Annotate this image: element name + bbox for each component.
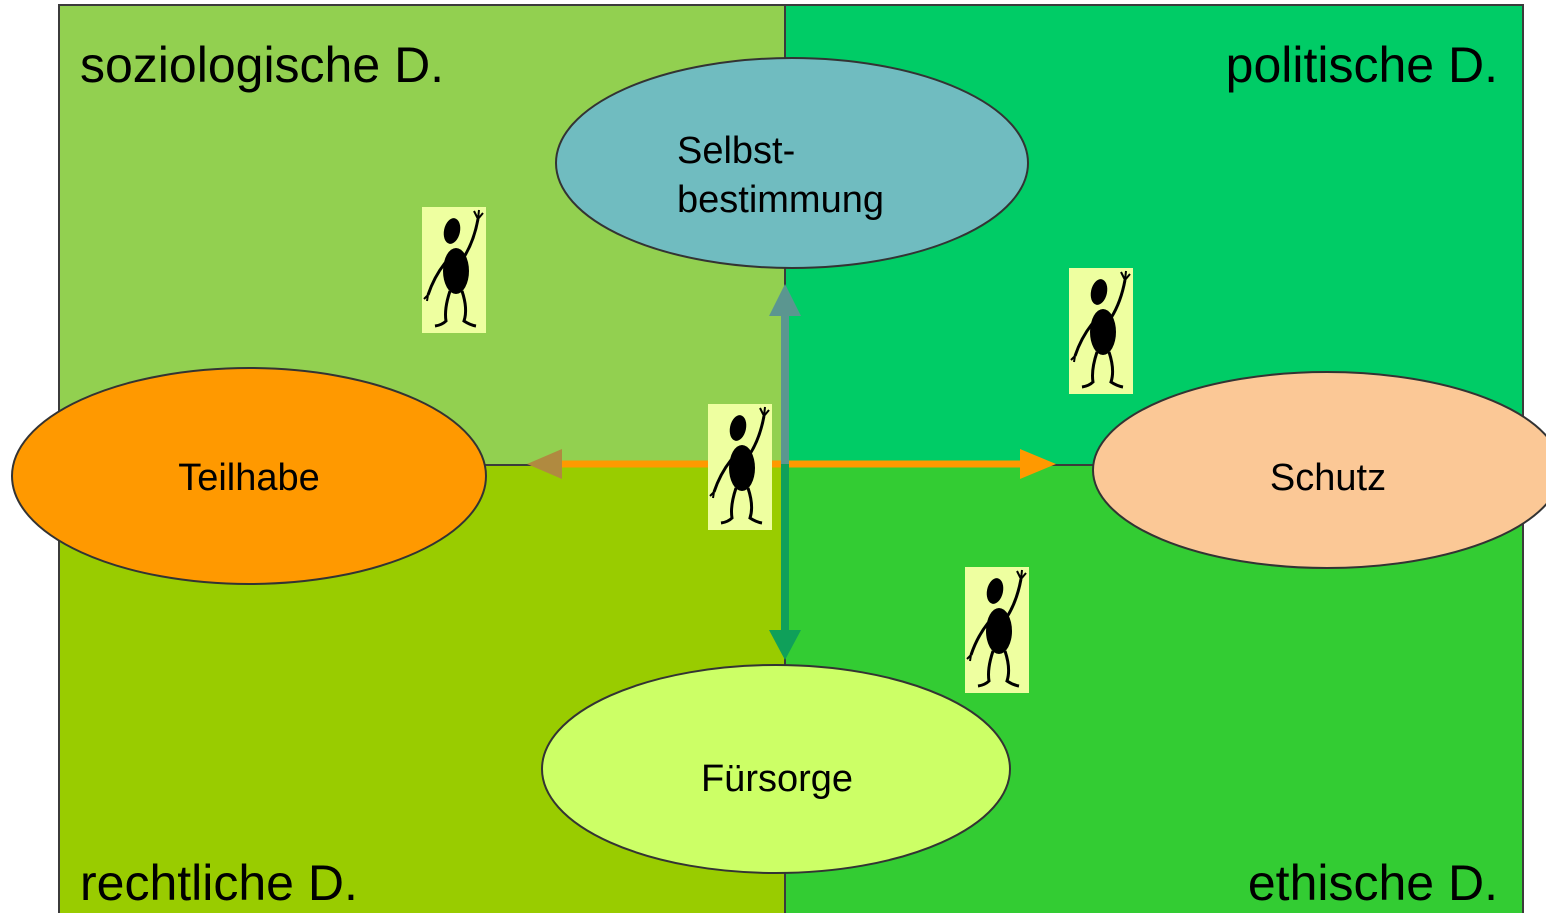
label-ethische: ethische D. <box>1248 855 1498 911</box>
label-soziologische: soziologische D. <box>80 37 444 93</box>
label-rechtliche: rechtliche D. <box>80 855 358 911</box>
node-schutz-label: Schutz <box>1270 457 1386 499</box>
node-fuersorge-label: Fürsorge <box>701 758 853 800</box>
node-selbstbestimmung-line1: Selbst- <box>677 130 795 172</box>
waving-figure-icon <box>963 565 1031 695</box>
waving-figure-icon <box>420 205 488 335</box>
waving-figure-icon <box>1067 266 1135 396</box>
node-schutz <box>1092 371 1546 569</box>
node-teilhabe <box>11 367 487 585</box>
label-politische: politische D. <box>1226 37 1498 93</box>
node-fuersorge <box>541 664 1011 874</box>
node-teilhabe-label: Teilhabe <box>178 457 320 499</box>
node-selbstbestimmung <box>555 57 1029 269</box>
arrow-up-head <box>769 284 801 316</box>
arrow-left-head <box>527 449 562 479</box>
arrow-right-head <box>1020 449 1056 479</box>
waving-figure-icon <box>706 402 774 532</box>
node-selbstbestimmung-line2: bestimmung <box>677 179 884 221</box>
arrow-down-head <box>769 630 801 660</box>
